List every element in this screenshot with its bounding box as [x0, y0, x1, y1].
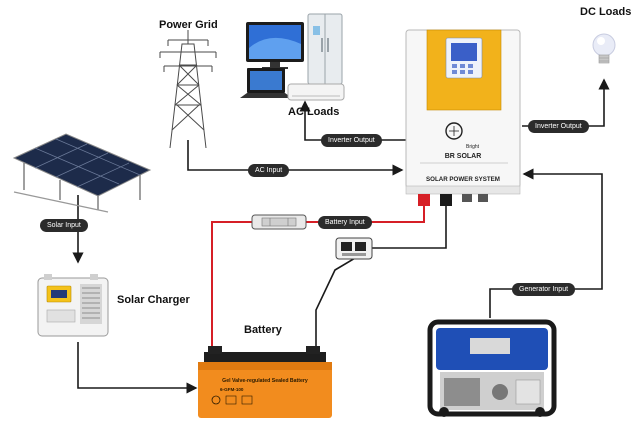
solar-charger-label: Solar Charger: [117, 294, 190, 306]
inverter-output-right-pill: Inverter Output: [528, 120, 589, 133]
solar-panel-icon: [12, 133, 152, 213]
inverter-output-left-pill: Inverter Output: [321, 134, 382, 147]
bright-logo-icon: [445, 122, 463, 140]
battery-icon: Gel Valve-regulated Sealed Battery 6-GFM…: [198, 346, 332, 418]
battery-label: Battery: [244, 324, 282, 336]
generator-icon: [427, 319, 557, 417]
generator-input-line: [489, 168, 603, 318]
charger-battery-line: [77, 342, 198, 394]
light-bulb-icon: [592, 33, 616, 64]
battery-breaker: [335, 237, 373, 260]
inverter-panel-label: SOLAR POWER SYSTEM: [426, 176, 500, 183]
battery-model-text: 6-GFM-100: [220, 387, 244, 392]
ac-input-pill: AC Input: [248, 164, 290, 177]
inverter-brand: BR SOLAR: [445, 153, 482, 160]
inverter-unit-icon: Bright BR SOLAR SOLAR POWER SYSTEM: [405, 29, 521, 206]
battery-type-text: Gel Valve-regulated Sealed Battery: [222, 378, 308, 384]
ac-loads-icon: [240, 13, 345, 101]
generator-input-pill: Generator Input: [512, 283, 576, 296]
inverter-brand-top: Bright: [466, 144, 480, 150]
ac-loads-label: AC Loads: [288, 106, 340, 118]
power-grid-label: Power Grid: [159, 19, 218, 31]
dc-loads-label: DC Loads: [580, 6, 632, 18]
solar-input-pill: Solar Input: [40, 219, 88, 232]
solar-charger-icon: [37, 274, 109, 337]
battery-input-pill: Battery Input: [318, 216, 372, 229]
ac-input-line: [187, 140, 404, 176]
power-grid-tower-icon: [159, 30, 217, 149]
battery-fuse: [251, 214, 307, 230]
